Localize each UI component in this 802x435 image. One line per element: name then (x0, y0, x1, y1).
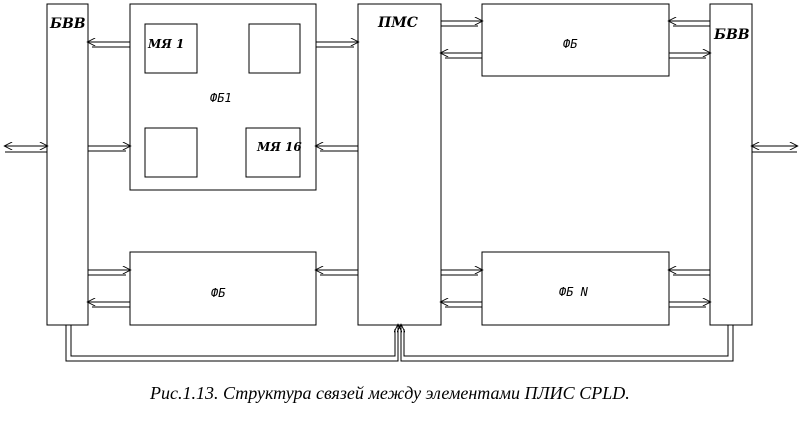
fb-top-right-block (481, 3, 670, 77)
fb-bottom-left-block (129, 251, 317, 326)
arrow-bvv-right-to-fb-top-right (669, 21, 710, 27)
macrocell-2 (248, 23, 301, 74)
arrow-fb1-to-bvv-left (88, 42, 130, 48)
mya16-cell (245, 127, 301, 178)
arrow-bvv-right-to-fbn (669, 270, 710, 276)
macrocell-3 (144, 127, 198, 178)
mya1-cell (144, 23, 198, 74)
arrow-fb-to-bvv-left (88, 302, 130, 308)
arrow-pms-to-fb-top-right (441, 21, 482, 27)
bus-bvv-right-to-pms (401, 325, 734, 362)
arrow-bvv-left-to-fb (88, 270, 130, 276)
arrow-bvv-left-to-fb1 (88, 146, 130, 152)
figure-caption: Рис.1.13. Структура связей между элемент… (149, 383, 630, 403)
arrow-pms-to-fb1 (316, 146, 358, 152)
arrow-fbn-to-pms (441, 302, 482, 308)
external-io-right-arrow (752, 146, 797, 153)
fbn-label: ФБ N (559, 285, 589, 299)
external-io-left-arrow (5, 146, 47, 153)
arrow-pms-to-fbn (441, 270, 482, 276)
arrow-fb-top-right-to-pms (441, 53, 482, 59)
bvv-left-label: БВВ (49, 16, 86, 32)
fbn-block (481, 251, 670, 326)
bvv-right-block (709, 3, 753, 326)
pms-block (357, 3, 442, 326)
fb1-label: ФБ1 (210, 91, 232, 105)
arrow-fb1-to-pms (316, 42, 358, 48)
fb-top-right-label: ФБ (563, 37, 578, 51)
fb-bottom-left-label: ФБ (211, 286, 226, 300)
arrow-fbn-to-bvv-right (669, 302, 710, 308)
arrow-fb-top-right-to-bvv-right (669, 53, 710, 59)
bvv-right-label: БВВ (713, 27, 750, 43)
bvv-left-block (46, 3, 89, 326)
arrow-pms-to-fb (316, 270, 358, 276)
bus-bvv-left-to-pms (65, 325, 398, 362)
mya16-label: МЯ 16 (256, 140, 302, 154)
pms-label: ПМС (377, 15, 418, 31)
mya1-label: МЯ 1 (147, 37, 184, 51)
